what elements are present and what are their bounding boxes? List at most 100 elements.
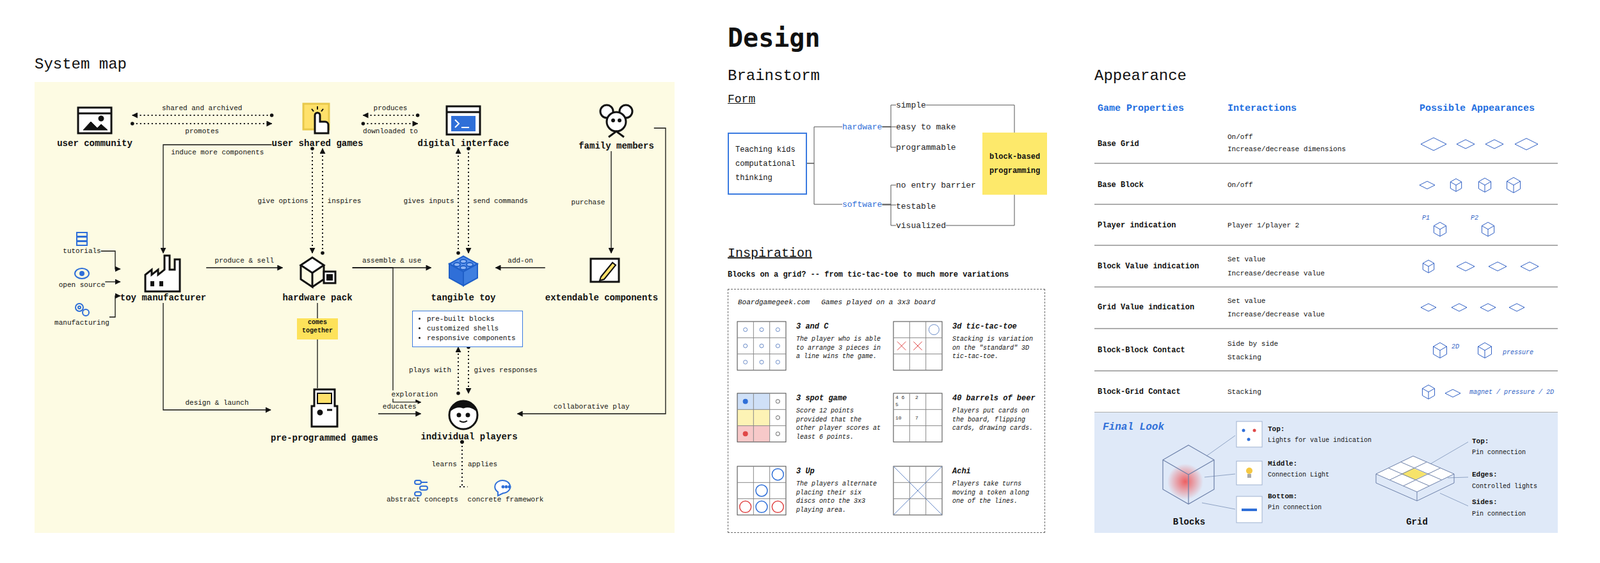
node-text: Players take turns moving a token along … xyxy=(952,479,1040,506)
connector xyxy=(881,104,896,127)
annotation: pressure xyxy=(1502,348,1534,356)
drawing-circle xyxy=(775,399,780,404)
drawing-line xyxy=(316,106,319,110)
annotation: Block-Block Contact xyxy=(1097,345,1186,355)
connector xyxy=(467,346,470,393)
game-card: AchiPlayers take turns moving a token al… xyxy=(894,466,1040,506)
node-text: digital interface xyxy=(417,138,510,149)
drawing-rect xyxy=(590,258,619,282)
drawing-rect xyxy=(414,491,422,496)
drawing-path xyxy=(1456,261,1475,271)
drawing-circle xyxy=(466,413,470,416)
drawing-line xyxy=(1201,502,1236,509)
toy-icon xyxy=(449,256,478,286)
connector xyxy=(311,148,313,253)
annotation: 7 xyxy=(915,414,919,421)
node-text: 3 Up xyxy=(796,466,884,476)
drawing-circle xyxy=(775,415,780,420)
drawing-rect xyxy=(317,392,332,404)
drawing-circle xyxy=(743,430,749,436)
drawing-line xyxy=(753,465,754,515)
annotation: 10 xyxy=(895,414,902,421)
drawing-circle xyxy=(775,399,780,404)
drawing-line xyxy=(893,481,943,483)
edge-label: downloaded to xyxy=(361,127,420,136)
annotation: Controlled lights xyxy=(1472,482,1538,490)
node-text: 3 spot game xyxy=(796,393,884,403)
drawing-path xyxy=(455,119,459,128)
drawing-rect xyxy=(1236,496,1263,523)
annotation: P2 xyxy=(1470,214,1479,222)
resource-node: open source xyxy=(58,265,106,289)
annotation: Pin connection xyxy=(1267,503,1322,511)
drawing-line xyxy=(769,321,770,370)
connector xyxy=(206,266,283,268)
connector xyxy=(352,267,422,402)
drawing-circle xyxy=(449,400,478,429)
connector xyxy=(807,163,843,205)
drawing-line xyxy=(1206,435,1236,456)
annotation: Blocks on a grid? -- from tic-tac-toe to… xyxy=(727,270,1009,280)
drawing-line xyxy=(1094,286,1558,288)
concept-icon xyxy=(414,480,428,496)
drawing-line xyxy=(1403,467,1441,486)
community-icon xyxy=(78,107,112,134)
edge-label: learns xyxy=(430,460,459,469)
annotation: 2D xyxy=(1451,343,1460,351)
drawing-rect xyxy=(419,485,428,490)
edge-label: inspires xyxy=(326,196,363,205)
drawing-path xyxy=(1162,444,1215,504)
extension-icon xyxy=(590,258,619,282)
drawing-rect xyxy=(1094,412,1558,533)
node-text: tutorials xyxy=(62,247,101,255)
drawing-path xyxy=(1451,303,1467,312)
drawing-ellipse xyxy=(453,262,461,267)
drawing-line xyxy=(893,408,943,410)
leaf-label: programmable xyxy=(896,142,957,153)
annotation: Pin connection xyxy=(1472,448,1526,456)
edge-label: gives responses xyxy=(472,366,539,375)
drawing-path xyxy=(1400,467,1428,480)
connector xyxy=(495,266,545,268)
node-text: easy to make xyxy=(896,122,957,132)
drawing-circle xyxy=(1242,428,1246,432)
drawing-line xyxy=(321,108,324,112)
drawing-circle xyxy=(775,359,780,364)
drawing-path xyxy=(1420,303,1437,312)
node-text: pre-programmed games xyxy=(270,432,379,443)
annotation: Sides: xyxy=(1472,497,1498,506)
edge-label: assemble & use xyxy=(360,256,423,265)
drawing-circle xyxy=(318,410,322,415)
node-text: user community xyxy=(56,138,133,149)
drawing-circle xyxy=(775,415,780,420)
node-text: testable xyxy=(896,201,936,212)
node-text: Games played on a 3x3 board xyxy=(821,298,936,306)
edge-label: applies xyxy=(466,460,499,469)
edge-label: educates xyxy=(381,402,418,411)
icon-node: pre-programmed games xyxy=(270,387,379,443)
feature-list: pre-built blockscustomized shellsrespons… xyxy=(416,314,516,344)
annotation: Blocks xyxy=(1173,516,1206,527)
annotation: System map xyxy=(34,55,127,73)
drawing-path xyxy=(1422,384,1435,399)
drawing-ellipse xyxy=(460,259,467,264)
annotation: Base Block xyxy=(1097,180,1144,190)
drawing-circle xyxy=(775,431,780,436)
open-source-icon xyxy=(74,268,89,279)
drawing-circle xyxy=(759,343,764,348)
annotation: Appearance xyxy=(1094,67,1187,85)
annotation: On/off xyxy=(1227,133,1254,141)
drawing-path xyxy=(1419,181,1435,189)
connector xyxy=(517,128,666,414)
drawing-path xyxy=(145,255,180,292)
game-card: 3 and CThe player who is able to arrange… xyxy=(737,321,884,361)
drawing-path xyxy=(1481,222,1494,237)
annotation: Top: xyxy=(1472,437,1489,445)
icon-node: digital interface xyxy=(417,102,510,149)
branch-label: software xyxy=(842,199,882,210)
drawing-circle xyxy=(606,112,626,132)
drawing-line xyxy=(737,497,786,499)
drawing-circle xyxy=(612,119,615,122)
